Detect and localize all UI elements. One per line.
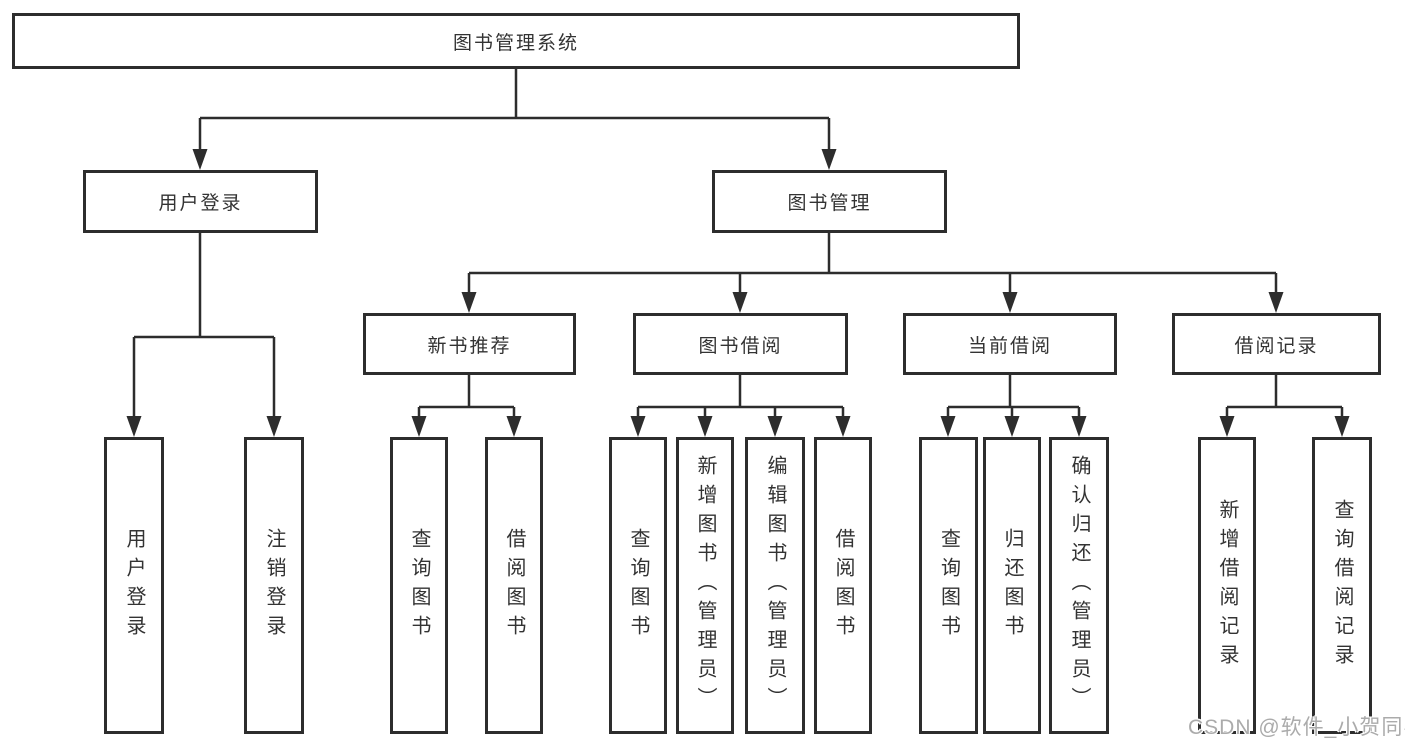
node-borrowing-records: 借阅记录 <box>1172 313 1381 375</box>
node-label: 新增借阅记录 <box>1216 498 1238 673</box>
node-label: 查询图书 <box>408 527 430 644</box>
leaf-query-books-borrowing: 查询图书 <box>609 437 667 734</box>
node-label: 借阅记录 <box>1234 335 1319 357</box>
arrowhead-icon <box>767 416 783 437</box>
arrowhead-icon <box>266 416 282 437</box>
node-library-management-system: 图书管理系统 <box>12 13 1020 69</box>
leaf-confirm-return-admin: 确认归还（管理员） <box>1049 437 1109 734</box>
leaf-query-books-current: 查询图书 <box>919 437 978 734</box>
arrowhead-icon <box>940 416 956 437</box>
node-label: 注销登录 <box>263 527 285 644</box>
leaf-user-login-action: 用户登录 <box>104 437 164 734</box>
watermark: CSDN @软件_小贺同学 <box>1188 716 1405 739</box>
leaf-query-borrow-record: 查询借阅记录 <box>1312 437 1372 734</box>
node-label: 图书管理 <box>787 193 872 214</box>
node-label: 借阅图书 <box>503 527 525 644</box>
leaf-edit-books-admin: 编辑图书（管理员） <box>745 437 805 734</box>
arrowhead-icon <box>126 416 142 437</box>
arrowhead-icon <box>732 292 748 313</box>
arrowhead-icon <box>1219 416 1235 437</box>
arrowhead-icon <box>506 416 522 437</box>
arrowhead-icon <box>461 292 477 313</box>
arrowhead-icon <box>1268 292 1284 313</box>
node-label: 图书管理系统 <box>452 32 579 54</box>
arrowhead-icon <box>697 416 713 437</box>
arrowhead-icon <box>1071 416 1087 437</box>
arrowhead-icon <box>411 416 427 437</box>
node-user-login: 用户登录 <box>83 170 318 233</box>
node-label: 新增图书（管理员） <box>694 455 716 716</box>
node-book-management: 图书管理 <box>712 170 947 233</box>
node-label: 当前借阅 <box>967 335 1052 357</box>
arrowhead-icon <box>835 416 851 437</box>
arrowhead-icon <box>1002 292 1018 313</box>
leaf-add-books-admin: 新增图书（管理员） <box>676 437 734 734</box>
arrowhead-icon <box>821 149 837 170</box>
leaf-borrow-books-borrowing: 借阅图书 <box>814 437 872 734</box>
node-current-borrowing: 当前借阅 <box>903 313 1117 375</box>
node-label: 查询图书 <box>627 527 649 644</box>
node-label: 图书借阅 <box>698 335 783 357</box>
leaf-logout-action: 注销登录 <box>244 437 304 734</box>
leaf-borrow-books-recommend: 借阅图书 <box>485 437 543 734</box>
arrowhead-icon <box>1004 416 1020 437</box>
node-label: 确认归还（管理员） <box>1068 455 1090 716</box>
node-label: 用户登录 <box>123 527 145 644</box>
node-label: 归还图书 <box>1001 527 1023 644</box>
node-label: 编辑图书（管理员） <box>764 455 786 716</box>
leaf-add-borrow-record: 新增借阅记录 <box>1198 437 1256 734</box>
leaf-query-books-recommend: 查询图书 <box>390 437 448 734</box>
node-label: 查询借阅记录 <box>1331 498 1353 673</box>
arrowhead-icon <box>192 149 208 170</box>
node-label: 借阅图书 <box>832 527 854 644</box>
arrowhead-icon <box>630 416 646 437</box>
node-label: 查询图书 <box>937 527 960 644</box>
node-new-book-recommend: 新书推荐 <box>363 313 576 375</box>
leaf-return-books: 归还图书 <box>983 437 1041 734</box>
node-label: 新书推荐 <box>427 335 512 357</box>
arrowhead-icon <box>1334 416 1350 437</box>
node-label: 用户登录 <box>158 193 243 214</box>
node-book-borrowing: 图书借阅 <box>633 313 848 375</box>
